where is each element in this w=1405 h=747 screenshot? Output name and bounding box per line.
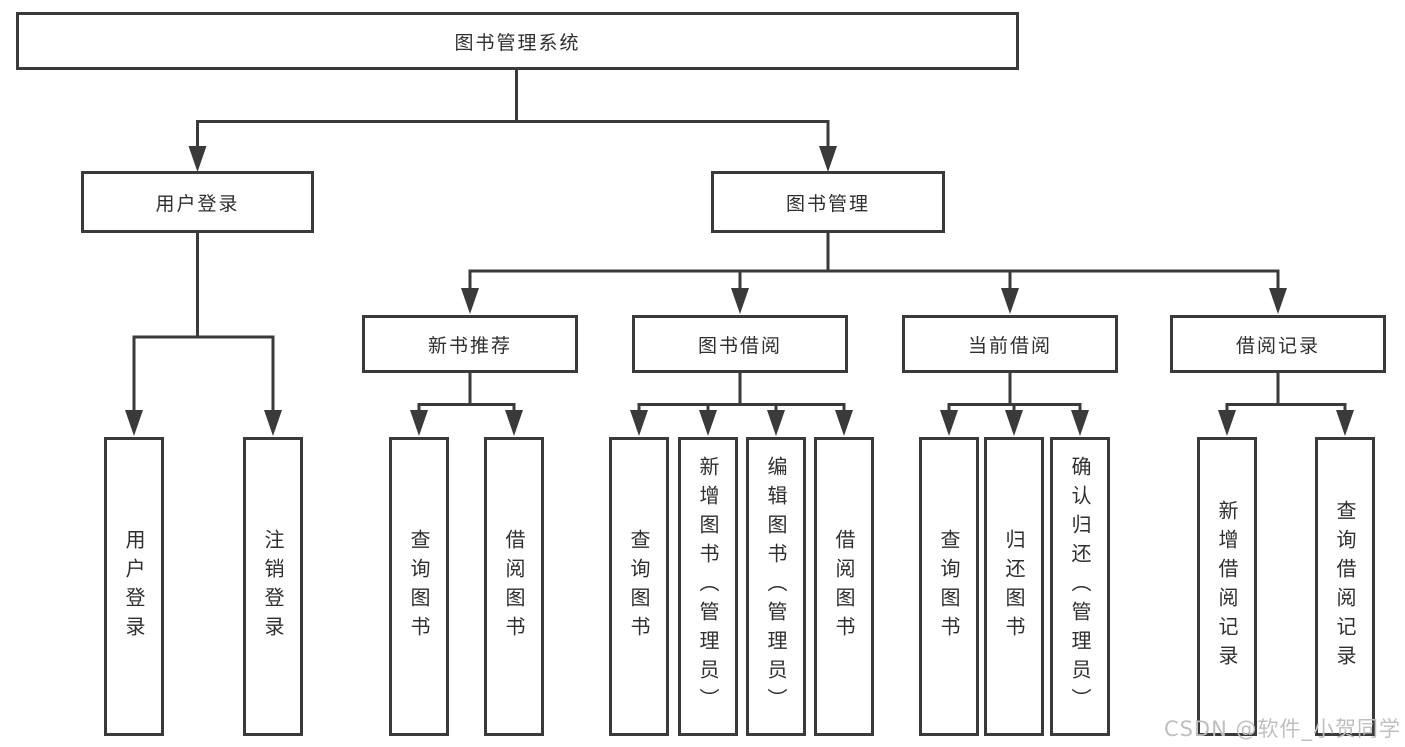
leaf-query-books-current: 查询图书 bbox=[919, 437, 979, 736]
node-label: 新书推荐 bbox=[427, 334, 512, 357]
leaf-label: 查询图书 bbox=[627, 528, 651, 645]
node-label: 图书借阅 bbox=[697, 334, 782, 357]
node-label: 图书管理 bbox=[785, 192, 870, 215]
leaf-label: 查询图书 bbox=[937, 528, 961, 645]
leaf-borrow-books-recommend: 借阅图书 bbox=[484, 437, 544, 736]
leaf-edit-books-admin: 编辑图书（管理员） bbox=[746, 437, 806, 736]
node-borrowing-records: 借阅记录 bbox=[1170, 315, 1386, 373]
leaf-add-books-admin: 新增图书（管理员） bbox=[678, 437, 738, 736]
leaf-user-login: 用户登录 bbox=[104, 437, 164, 736]
leaf-return-books: 归还图书 bbox=[984, 437, 1044, 736]
node-new-book-recommendation: 新书推荐 bbox=[362, 315, 578, 373]
node-book-management: 图书管理 bbox=[711, 171, 945, 233]
leaf-query-borrow-record: 查询借阅记录 bbox=[1315, 437, 1375, 736]
node-label: 图书管理系统 bbox=[454, 31, 581, 54]
leaf-logout: 注销登录 bbox=[243, 437, 303, 736]
node-library-management-system: 图书管理系统 bbox=[16, 12, 1019, 70]
arrowhead-icons bbox=[125, 146, 1354, 436]
leaf-label: 查询图书 bbox=[407, 528, 431, 645]
leaf-add-borrow-record: 新增借阅记录 bbox=[1197, 437, 1257, 736]
leaf-confirm-return-admin: 确认归还（管理员） bbox=[1050, 437, 1110, 736]
node-label: 用户登录 bbox=[155, 192, 240, 215]
leaf-label: 确认归还（管理员） bbox=[1068, 456, 1092, 717]
leaf-label: 注销登录 bbox=[261, 528, 285, 645]
leaf-query-books-recommend: 查询图书 bbox=[389, 437, 449, 736]
node-label: 当前借阅 bbox=[967, 334, 1052, 357]
leaf-label: 归还图书 bbox=[1002, 528, 1026, 645]
node-user-login: 用户登录 bbox=[81, 171, 314, 233]
node-label: 借阅记录 bbox=[1235, 334, 1320, 357]
leaf-label: 借阅图书 bbox=[502, 528, 526, 645]
leaf-query-books-borrow: 查询图书 bbox=[609, 437, 669, 736]
leaf-label: 查询借阅记录 bbox=[1333, 499, 1357, 674]
leaf-label: 编辑图书（管理员） bbox=[764, 456, 788, 717]
watermark: CSDN @软件_小贺同学 bbox=[1163, 717, 1401, 741]
leaf-label: 新增图书（管理员） bbox=[696, 456, 720, 717]
leaf-label: 借阅图书 bbox=[832, 528, 856, 645]
leaf-borrow-books: 借阅图书 bbox=[814, 437, 874, 736]
leaf-label: 新增借阅记录 bbox=[1215, 499, 1239, 674]
node-book-borrowing: 图书借阅 bbox=[632, 315, 848, 373]
node-current-borrowing: 当前借阅 bbox=[902, 315, 1118, 373]
leaf-label: 用户登录 bbox=[122, 528, 146, 645]
